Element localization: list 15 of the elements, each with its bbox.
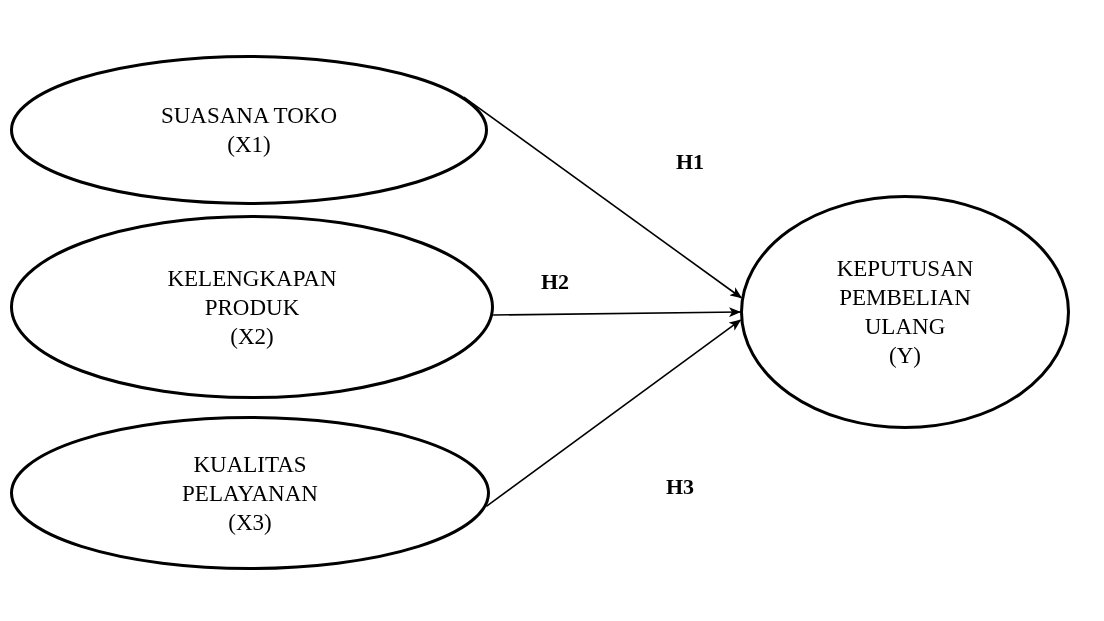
node-label: (Y) bbox=[889, 342, 921, 370]
ellipse-node bbox=[740, 195, 1070, 429]
ellipse-node bbox=[10, 215, 494, 399]
ellipse-node bbox=[10, 416, 490, 570]
node-label: (X1) bbox=[227, 131, 271, 159]
arrow bbox=[485, 319, 742, 508]
node-label: (X2) bbox=[230, 322, 274, 351]
arrow bbox=[463, 96, 743, 299]
ellipse-node bbox=[10, 55, 488, 205]
node-label: (X3) bbox=[228, 508, 272, 537]
arrow bbox=[492, 307, 741, 318]
node-label: KELENGKAPAN PRODUK bbox=[166, 264, 338, 322]
node-label: SUASANA TOKO bbox=[160, 102, 338, 130]
node-label: KEPUTUSAN PEMBELIAN ULANG bbox=[835, 255, 975, 341]
node-label: KUALITAS PELAYANAN bbox=[181, 450, 319, 508]
